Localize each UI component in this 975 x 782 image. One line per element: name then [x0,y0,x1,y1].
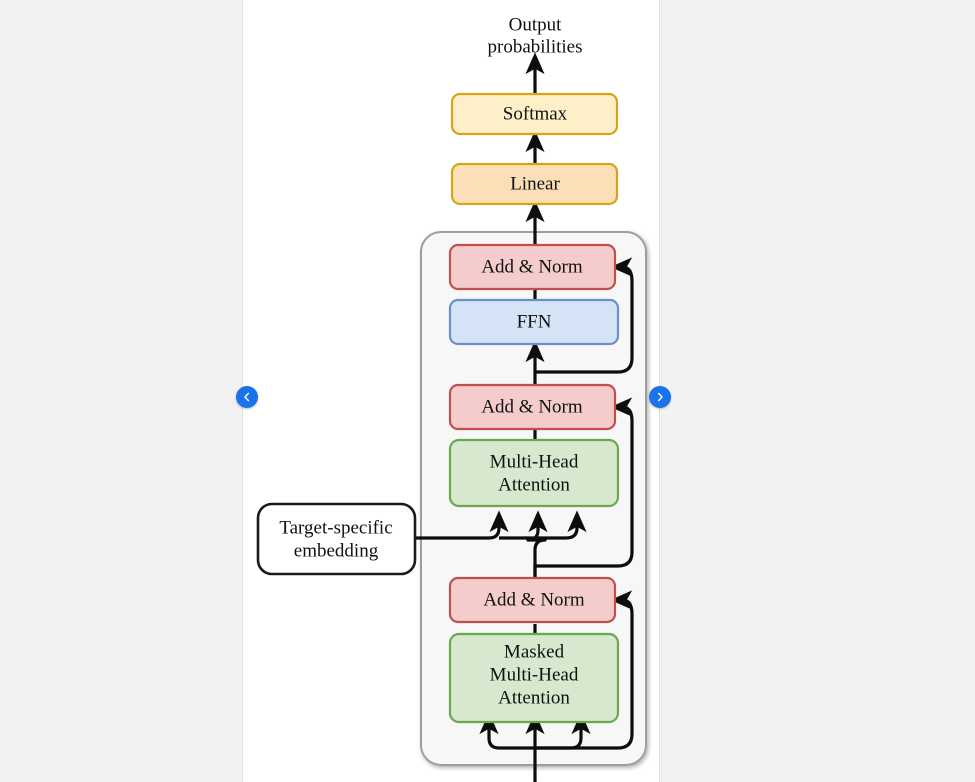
output-probabilities-label-line1: Output [509,14,563,35]
block-softmax[interactable]: Softmax [450,92,619,136]
block-add-norm-3-label: Add & Norm [481,256,583,277]
block-add-norm-2[interactable]: Add & Norm [448,383,617,431]
block-linear-label: Linear [510,173,560,194]
block-ffn-label: FFN [517,311,552,332]
arrow-selfattn-key [479,712,535,750]
block-add-norm-2-label: Add & Norm [481,396,583,417]
block-masked-attention-label-line3: Attention [498,687,570,708]
block-ffn[interactable]: FFN [448,298,620,346]
carousel-prev-button[interactable] [236,386,258,408]
arrow-query-to-crossattn [526,510,548,578]
residual-ffn [535,257,634,374]
block-masked-attention-label-line2: Multi-Head [490,664,579,685]
chevron-left-icon [244,392,250,402]
block-multi-head-attention[interactable]: Multi-Head Attention [448,438,620,508]
chevron-right-icon [657,392,663,402]
output-probabilities-label-line2: probabilities [488,36,583,57]
block-masked-multi-head-attention[interactable]: Masked Multi-Head Attention [448,632,620,724]
carousel-next-button[interactable] [649,386,671,408]
arrow-selfattn-value [535,712,591,750]
block-add-norm-1-label: Add & Norm [483,589,585,610]
block-target-specific-embedding[interactable]: Target-specific embedding [256,502,417,576]
residual-crossattn [535,397,634,568]
block-add-norm-1[interactable]: Add & Norm [448,576,617,624]
embedding-bus [415,510,509,540]
embedding-label-line1: Target-specific [279,517,392,538]
embedding-bus-right [499,510,587,540]
block-multi-head-attention-label-line1: Multi-Head [490,451,579,472]
block-multi-head-attention-label-line2: Attention [498,474,570,495]
block-masked-attention-label-line1: Masked [504,641,565,662]
residual-selfattn [535,590,634,750]
block-add-norm-3[interactable]: Add & Norm [448,243,617,291]
block-softmax-label: Softmax [503,103,568,124]
block-linear[interactable]: Linear [450,162,619,206]
embedding-label-line2: embedding [294,540,379,561]
